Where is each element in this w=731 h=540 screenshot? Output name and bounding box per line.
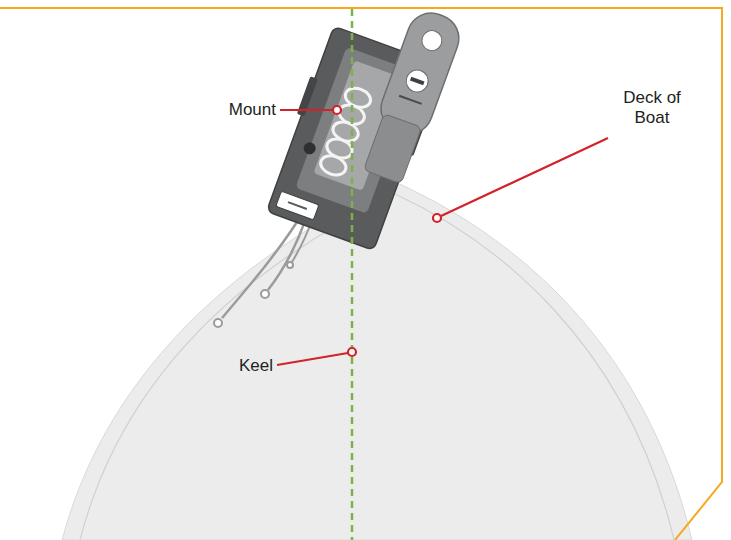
cables [222,214,312,318]
keel-line [351,9,354,540]
part-label: Mount [229,100,276,120]
trolling-motor-mount [262,0,466,253]
leader-lines [277,106,608,365]
part-label: Keel [239,356,273,376]
cable-terminals [214,262,293,327]
frame-border [0,8,722,540]
part-label: Deck of Boat [610,88,694,128]
deck-inner-line [80,194,674,540]
